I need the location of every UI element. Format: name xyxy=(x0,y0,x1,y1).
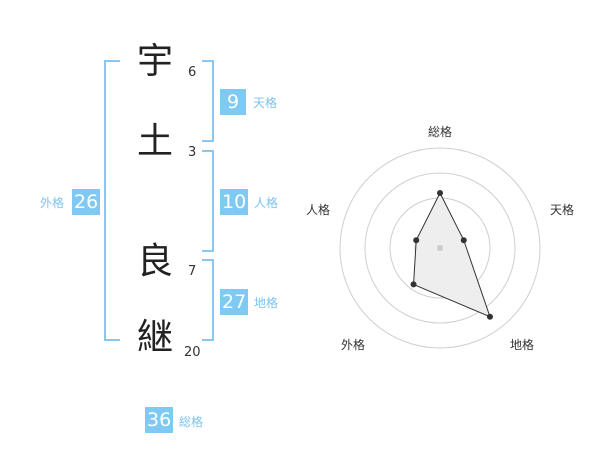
name-char-4: 継 xyxy=(136,317,173,358)
radar-ring xyxy=(364,172,516,324)
name-char-3: 良 xyxy=(136,241,173,282)
radar-point-5 xyxy=(413,237,420,244)
tenkaku-bracket xyxy=(202,60,214,142)
gaikaku-bracket xyxy=(104,60,120,341)
jinkaku-value: 10 xyxy=(220,189,249,215)
radar-ring xyxy=(339,147,541,349)
gaikaku-label: 外格 xyxy=(40,196,65,210)
gaikaku-value: 26 xyxy=(72,189,101,215)
name-char-2: 土 xyxy=(136,121,173,162)
radar-points xyxy=(410,190,493,320)
stroke-count-4: 20 xyxy=(184,345,201,360)
jinkaku-bracket xyxy=(202,150,214,252)
radar-point-1 xyxy=(437,190,443,196)
chikaku-bracket xyxy=(202,259,214,341)
name-char-1: 宇 xyxy=(136,41,173,82)
jinkaku-label: 人格 xyxy=(254,196,279,210)
radar-point-2 xyxy=(460,237,467,244)
radar-center-dot xyxy=(437,245,443,251)
tenkaku-label: 天格 xyxy=(253,96,278,110)
stroke-count-2: 3 xyxy=(188,145,197,160)
radar-point-4 xyxy=(410,281,417,288)
radar-area xyxy=(413,191,491,318)
chikaku-value: 27 xyxy=(220,289,249,315)
radar-point-3 xyxy=(486,313,493,320)
radar-axis-gaikaku: 外格 xyxy=(341,338,366,352)
soukaku-value: 36 xyxy=(145,407,174,433)
radar-axis-soukaku: 総格 xyxy=(428,125,453,139)
stroke-count-3: 7 xyxy=(188,264,197,279)
radar-axis-jinkaku: 人格 xyxy=(306,203,331,217)
radar-axis-chikaku: 地格 xyxy=(510,338,535,352)
chikaku-label: 地格 xyxy=(254,296,279,310)
radar-rings xyxy=(339,147,541,349)
soukaku-label: 総格 xyxy=(179,415,204,429)
stroke-count-1: 6 xyxy=(188,65,197,80)
tenkaku-value: 9 xyxy=(220,89,246,115)
radar-axis-tenkaku: 天格 xyxy=(550,203,575,217)
